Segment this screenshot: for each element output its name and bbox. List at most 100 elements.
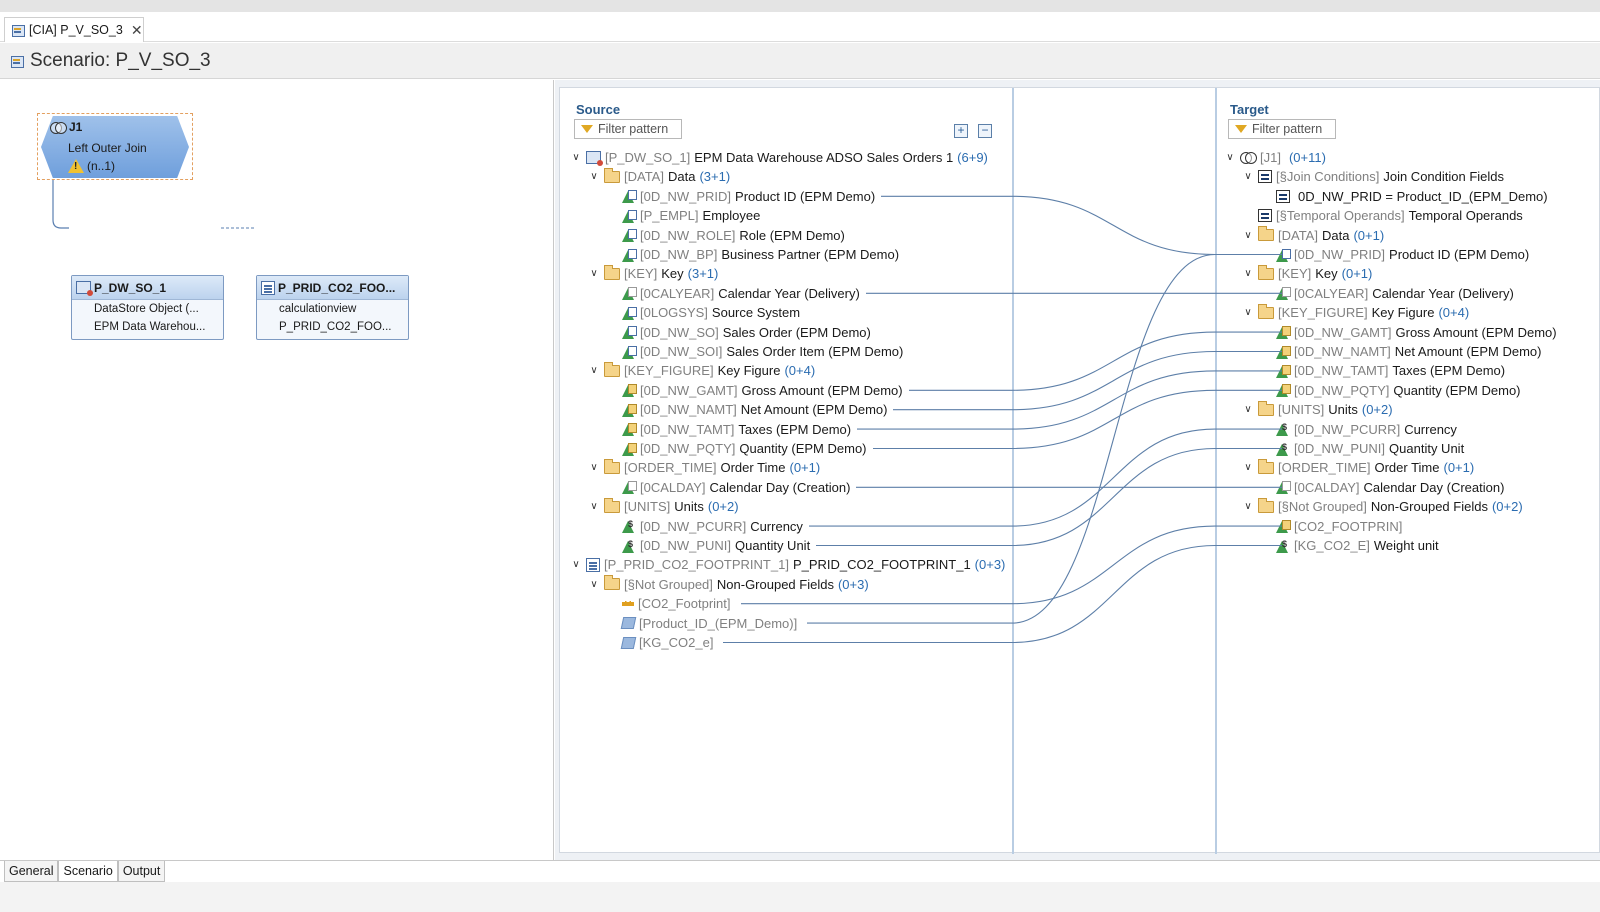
tree-row[interactable]: ∨[§Not Grouped]Non-Grouped Fields(0+3)	[588, 575, 869, 594]
tree-row[interactable]: [0D_NW_ROLE]Role (EPM Demo)	[606, 226, 849, 245]
tree-row[interactable]: ∨[DATA]Data(0+1)	[1242, 226, 1384, 245]
tree-row[interactable]: [0D_NW_TAMT]Taxes (EPM Demo)	[1260, 361, 1509, 380]
tree-row[interactable]: [0D_NW_PRID]Product ID (EPM Demo)	[606, 187, 879, 206]
description: Units	[1328, 402, 1358, 418]
mapping-line[interactable]	[857, 370, 1282, 430]
mapping-line[interactable]	[909, 331, 1282, 391]
chevron-down-icon[interactable]: ∨	[1244, 307, 1252, 319]
tree-row[interactable]: ∨[P_PRID_CO2_FOOTPRINT_1]P_PRID_CO2_FOOT…	[570, 555, 1005, 574]
tab-scenario[interactable]: Scenario	[58, 861, 118, 882]
source-filter-input[interactable]: Filter pattern	[574, 119, 682, 139]
field-count: (0+4)	[1438, 305, 1470, 321]
tree-row[interactable]: [0D_NW_SOI]Sales Order Item (EPM Demo)	[606, 342, 907, 361]
tab-general[interactable]: General	[4, 861, 59, 882]
chevron-down-icon[interactable]: ∨	[590, 268, 598, 280]
tree-row[interactable]: ∨[KEY]Key(3+1)	[588, 264, 718, 283]
tree-row[interactable]: [0D_NW_NAMT]Net Amount (EPM Demo)	[606, 400, 891, 419]
tree-row[interactable]: [CO2_Footprint]	[606, 594, 739, 613]
join-icon	[1240, 152, 1257, 164]
folder-icon	[1258, 264, 1274, 280]
tree-row[interactable]: [0D_NW_SO]Sales Order (EPM Demo)	[606, 323, 875, 342]
tree-row[interactable]: [0CALDAY]Calendar Day (Creation)	[1260, 478, 1508, 497]
technical-name: [0D_NW_TAMT]	[1294, 363, 1389, 379]
tree-row[interactable]: [0D_NW_PUNI]Quantity Unit	[606, 536, 814, 555]
tree-row[interactable]: ∨[KEY_FIGURE]Key Figure(0+4)	[588, 361, 815, 380]
folder-icon	[604, 167, 620, 183]
tab-output[interactable]: Output	[117, 861, 166, 882]
chevron-down-icon[interactable]: ∨	[1226, 152, 1234, 163]
tree-row[interactable]: [0D_NW_PQTY]Quantity (EPM Demo)	[1260, 381, 1525, 400]
attribute-icon	[1276, 248, 1291, 262]
tree-row[interactable]: [0D_NW_PQTY]Quantity (EPM Demo)	[606, 439, 871, 458]
tree-row[interactable]: [CO2_FOOTPRIN]	[1260, 517, 1410, 536]
join-node[interactable]: J1 Left Outer Join (n..1)	[37, 113, 193, 180]
tree-row[interactable]: ∨[KEY_FIGURE]Key Figure(0+4)	[1242, 303, 1469, 322]
tree-row[interactable]: [0CALDAY]Calendar Day (Creation)	[606, 478, 854, 497]
tree-row[interactable]: [0D_NW_GAMT]Gross Amount (EPM Demo)	[1260, 323, 1561, 342]
description: Taxes (EPM Demo)	[738, 421, 852, 437]
chevron-down-icon[interactable]: ∨	[1244, 268, 1252, 280]
mapping-line[interactable]	[873, 389, 1282, 450]
tree-row[interactable]: ∨[UNITS]Units(0+2)	[1242, 400, 1393, 419]
tree-row[interactable]: ∨[P_DW_SO_1]EPM Data Warehouse ADSO Sale…	[570, 148, 988, 167]
tree-row[interactable]: [0D_NW_BP]Business Partner (EPM Demo)	[606, 245, 903, 264]
chevron-down-icon[interactable]: ∨	[590, 365, 598, 377]
tree-row[interactable]: [P_EMPL]Employee	[606, 206, 764, 225]
close-icon[interactable]: ✕	[130, 21, 143, 38]
description: Order Time	[1374, 460, 1440, 476]
scenario-canvas[interactable]: J1 Left Outer Join (n..1) P_DW_SO_1 Data…	[3, 80, 554, 860]
tree-row[interactable]: [0LOGSYS]Source System	[606, 303, 804, 322]
description: Net Amount (EPM Demo)	[740, 402, 888, 418]
editor-tab[interactable]: [CIA] P_V_SO_3 ✕	[4, 17, 144, 42]
tree-row[interactable]: [Product_ID_(EPM_Demo)]	[606, 614, 805, 633]
folder-icon	[1258, 400, 1274, 416]
mapping-line[interactable]	[809, 428, 1282, 527]
source-node-dso[interactable]: P_DW_SO_1 DataStore Object (... EPM Data…	[71, 275, 224, 340]
source-node-description: EPM Data Warehou...	[94, 321, 206, 333]
tree-row[interactable]: [0D_NW_PUNI]Quantity Unit	[1260, 439, 1468, 458]
tree-row[interactable]: [0D_NW_GAMT]Gross Amount (EPM Demo)	[606, 381, 907, 400]
tree-row[interactable]: [0D_NW_PRID]Product ID (EPM Demo)	[1260, 245, 1533, 264]
chevron-down-icon[interactable]: ∨	[1244, 404, 1252, 416]
tree-row[interactable]: ∨[UNITS]Units(0+2)	[588, 497, 739, 516]
target-splitter[interactable]	[1215, 88, 1217, 854]
tree-row[interactable]: [0CALYEAR]Calendar Year (Delivery)	[1260, 284, 1518, 303]
chevron-down-icon[interactable]: ∨	[590, 501, 598, 513]
tree-row[interactable]: ∨[§Join Conditions]Join Condition Fields	[1242, 167, 1508, 186]
tree-row[interactable]: [0D_NW_NAMT]Net Amount (EPM Demo)	[1260, 342, 1545, 361]
description: Calendar Day (Creation)	[1363, 479, 1505, 495]
mapping-line[interactable]	[893, 350, 1282, 411]
source-splitter[interactable]	[1012, 88, 1014, 854]
chevron-down-icon[interactable]: ∨	[572, 152, 580, 163]
chevron-down-icon[interactable]: ∨	[1244, 462, 1252, 474]
collapse-all-button[interactable]: −	[978, 124, 992, 138]
tree-row[interactable]: [0D_NW_TAMT]Taxes (EPM Demo)	[606, 420, 855, 439]
tree-row[interactable]: ∨[KEY]Key(0+1)	[1242, 264, 1372, 283]
chevron-down-icon[interactable]: ∨	[1244, 171, 1252, 183]
chevron-down-icon[interactable]: ∨	[590, 462, 598, 474]
chevron-down-icon[interactable]: ∨	[1244, 229, 1252, 241]
chevron-down-icon[interactable]: ∨	[1244, 501, 1252, 513]
tree-row[interactable]: [§Temporal Operands]Temporal Operands	[1242, 206, 1527, 225]
chevron-down-icon[interactable]: ∨	[590, 578, 598, 590]
mapping-line[interactable]	[881, 195, 1282, 256]
target-filter-input[interactable]: Filter pattern	[1228, 119, 1336, 139]
tree-row[interactable]: [KG_CO2_e]	[606, 633, 721, 652]
expand-all-button[interactable]: +	[954, 124, 968, 138]
tree-row[interactable]: ∨[ORDER_TIME]Order Time(0+1)	[1242, 458, 1474, 477]
chevron-down-icon[interactable]: ∨	[590, 171, 598, 183]
chevron-down-icon[interactable]: ∨	[572, 559, 580, 571]
tree-row[interactable]: ∨[ORDER_TIME]Order Time(0+1)	[588, 458, 820, 477]
tree-row[interactable]: [0D_NW_PCURR]Currency	[1260, 420, 1461, 439]
source-node-calcview[interactable]: P_PRID_CO2_FOO... calculationview P_PRID…	[256, 275, 409, 340]
mapping-line[interactable]	[816, 447, 1282, 547]
tree-row[interactable]: [0CALYEAR]Calendar Year (Delivery)	[606, 284, 864, 303]
tree-row[interactable]: [KG_CO2_E]Weight unit	[1260, 536, 1443, 555]
technical-name: [0D_NW_PUNI]	[1294, 441, 1386, 456]
field-count: (0+1)	[789, 460, 821, 476]
tree-row[interactable]: [0D_NW_PCURR]Currency	[606, 517, 807, 536]
tree-row[interactable]: 0D_NW_PRID = Product_ID_(EPM_Demo)	[1260, 187, 1552, 206]
tree-row[interactable]: ∨[§Not Grouped]Non-Grouped Fields(0+2)	[1242, 497, 1523, 516]
tree-row[interactable]: ∨[J1](0+11)	[1224, 148, 1326, 167]
tree-row[interactable]: ∨[DATA]Data(3+1)	[588, 167, 730, 186]
